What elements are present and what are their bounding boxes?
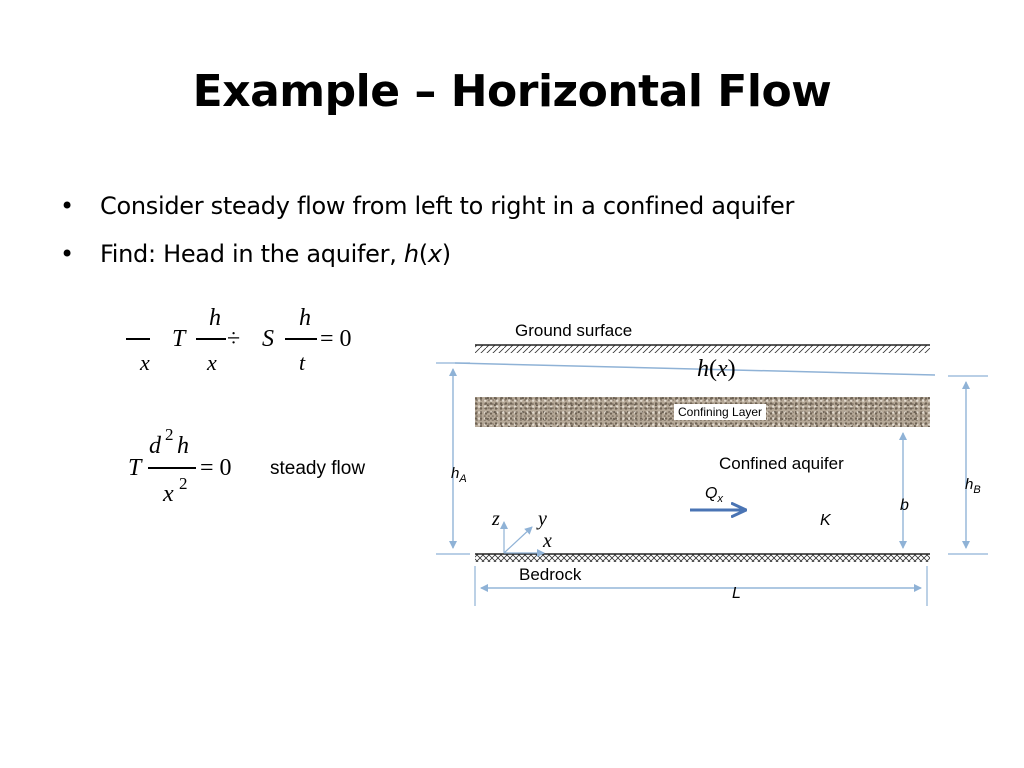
- z-axis-label: z: [492, 508, 500, 530]
- K-label: K: [820, 512, 831, 529]
- bullet-text: Consider steady flow from left to right …: [100, 192, 795, 220]
- ground-surface-label: Ground surface: [515, 321, 633, 340]
- eq1-S: S: [262, 326, 274, 352]
- eq2-x-superscript-2: 2: [179, 474, 188, 493]
- eq1-h-numerator-2: h: [299, 305, 311, 331]
- bullet-list: • Consider steady flow from left to right…: [60, 188, 794, 284]
- y-axis: [503, 526, 533, 554]
- eq2-h: h: [177, 433, 189, 459]
- eq1-outer-x: x: [140, 350, 150, 375]
- bullet-item: • Consider steady flow from left to right…: [60, 188, 794, 236]
- bullet-marker: •: [60, 240, 74, 268]
- eq1-equals-zero: = 0: [320, 326, 352, 352]
- bullet-item: • Find: Head in the aquifer, h(x): [60, 236, 794, 284]
- eq2-fraction-bar: [148, 467, 196, 469]
- y-axis-label: y: [538, 508, 547, 530]
- confined-aquifer-label: Confined aquifer: [719, 454, 844, 473]
- eq1-t-denominator: t: [299, 350, 306, 375]
- head-function-label: h(x): [697, 356, 736, 383]
- eq1-operator: ÷: [227, 326, 241, 352]
- head-line: [454, 362, 936, 376]
- hA-sub: A: [459, 473, 467, 485]
- hB-sub: B: [973, 484, 981, 496]
- L-label: L: [732, 585, 741, 602]
- eq2-superscript-2: 2: [165, 425, 174, 444]
- bullet-marker: •: [60, 192, 74, 220]
- steady-flow-label: steady flow: [270, 458, 366, 479]
- outer-fraction-bar: [126, 338, 150, 340]
- head-paren-close: ): [727, 356, 736, 382]
- eq1-T: T: [172, 326, 186, 352]
- eq1-x-denominator: x: [207, 350, 217, 375]
- bullet-x-var: x: [427, 240, 442, 268]
- eq1-fraction-bar-1: [196, 338, 226, 340]
- Qx-sub: x: [717, 493, 723, 506]
- Qx-base: Q: [705, 485, 718, 502]
- bedrock-label: Bedrock: [519, 565, 582, 584]
- b-label: b: [900, 497, 909, 514]
- bullet-paren-close: ): [441, 240, 451, 268]
- eq2-x: x: [163, 481, 174, 507]
- bullet-paren-open: (: [418, 240, 428, 268]
- x-axis-label: x: [543, 530, 552, 552]
- head-paren-open: (: [709, 356, 717, 382]
- hA-label: hA: [451, 465, 467, 485]
- hA-base: h: [451, 465, 460, 482]
- slide-title: Example – Horizontal Flow: [192, 66, 832, 117]
- eq2-d: d: [149, 433, 161, 459]
- eq1-h-numerator: h: [209, 305, 221, 331]
- bullet-h-var: h: [403, 240, 419, 268]
- eq2-T: T: [128, 455, 142, 481]
- Qx-label: Qx: [705, 485, 723, 505]
- head-x: x: [717, 356, 728, 382]
- eq2-equals-zero: = 0: [200, 455, 232, 481]
- hB-base: h: [965, 476, 974, 493]
- hB-label: hB: [965, 476, 981, 496]
- ground-hatch: [475, 345, 930, 353]
- bullet-text: Find: Head in the aquifer,: [100, 240, 404, 268]
- confining-layer-label: Confining Layer: [674, 404, 767, 420]
- eq1-fraction-bar-2: [285, 338, 317, 340]
- head-h: h: [697, 356, 709, 382]
- bedrock-hatch: [475, 554, 930, 562]
